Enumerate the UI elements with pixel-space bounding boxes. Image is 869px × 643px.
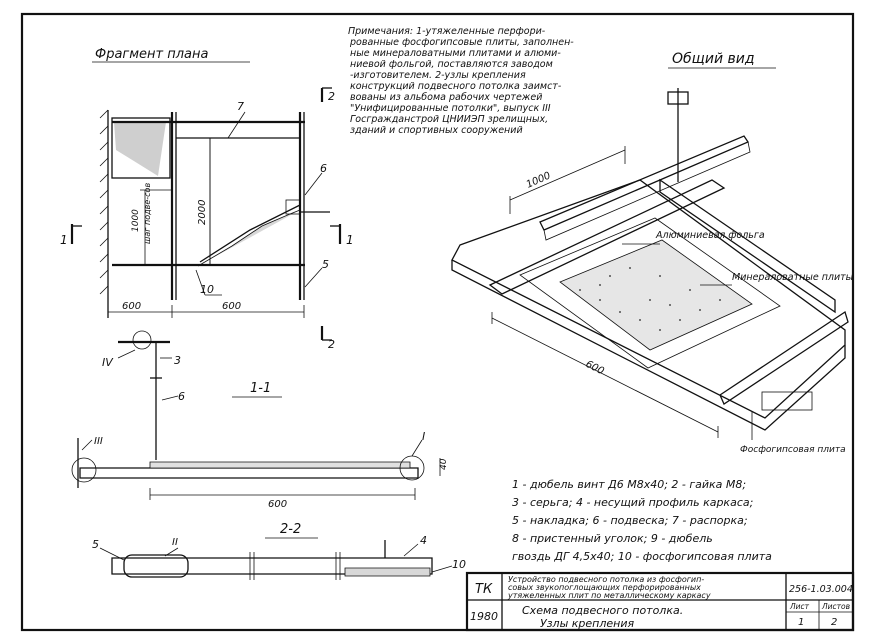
- title-code-tk: ТК: [475, 582, 493, 597]
- plan-dim-left: 600: [122, 301, 141, 312]
- label-foil: Алюминиевая фольга: [655, 230, 765, 241]
- callout-iv: IV: [102, 356, 114, 369]
- cut-2-bottom-label: 2: [328, 338, 335, 351]
- legend-line: гвоздь ДГ 4,5х40; 10 - фосфогипсовая пли…: [512, 550, 772, 563]
- title-block: [465, 571, 855, 632]
- section-2-drawing: [99, 540, 453, 580]
- title-sheets-label: Листов: [821, 602, 850, 611]
- section-2-mark-4: 4: [420, 534, 427, 547]
- note-line: зданий и спортивных сооружений: [350, 125, 523, 136]
- label-mineral: Минераловатные плиты: [732, 272, 854, 283]
- title-sheet-num: 1: [798, 617, 804, 628]
- title-year: 1980: [470, 610, 498, 623]
- cut-marker-2-top: [320, 87, 332, 102]
- note-line: "Унифицированные потолки", выпуск III: [350, 103, 551, 114]
- note-line: ниевой фольгой, поставляются заводом: [350, 59, 553, 70]
- title-sheet-title-line: Узлы крепления: [540, 617, 634, 630]
- legend-line: 5 - накладка; 6 - подвеска; 7 - распорка…: [512, 514, 748, 527]
- note-line: Примечания: 1-утяжеленные перфори-: [348, 26, 546, 37]
- plan-dim-right: 600: [222, 301, 241, 312]
- legend-line: 1 - дюбель винт Д6 М8х40; 2 - гайка М8;: [512, 478, 746, 491]
- plan-dim-vertical-note: шаг подве-сов: [143, 183, 152, 244]
- title-sheet-title-line: Схема подвесного потолка.: [522, 604, 683, 617]
- notes-block: Примечания: 1-утяжеленные перфори- рован…: [348, 26, 574, 136]
- section-2-title: 2-2: [280, 522, 301, 537]
- callout-6: 6: [178, 390, 185, 403]
- plan-title: Фрагмент плана: [95, 47, 209, 62]
- callout-i: I: [422, 430, 425, 443]
- label-plate: Фосфогипсовая плита: [740, 445, 846, 455]
- section-2-callout-ii: II: [172, 537, 178, 548]
- legend-block: 1 - дюбель винт Д6 М8х40; 2 - гайка М8; …: [512, 478, 772, 563]
- cut-marker-1-left: [70, 224, 82, 244]
- plan-mark-5: 5: [322, 258, 329, 271]
- plan-dim-vertical: 2000: [197, 200, 208, 225]
- legend-line: 3 - серьга; 4 - несущий профиль каркаса;: [512, 496, 753, 509]
- title-description-line: совых звукопоглощающих перфорированных: [508, 583, 701, 592]
- cut-1-left-label: 1: [60, 233, 68, 247]
- section-1-dim-40: 40: [439, 458, 449, 470]
- section-2-mark-5: 5: [92, 538, 99, 551]
- title-doc-number: 256-1.03.004: [789, 584, 853, 595]
- cut-1-right-label: 1: [346, 233, 354, 247]
- callout-3: 3: [174, 354, 181, 367]
- note-line: -изготовителем. 2-узлы крепления: [350, 70, 526, 81]
- note-line: Госгражданстрой ЦНИИЭП зрелищных,: [350, 114, 548, 125]
- plan-mark-10: 10: [200, 283, 214, 296]
- title-description-line: Устройство подвесного потолка из фосфоги…: [508, 575, 704, 584]
- note-line: рованные фосфогипсовые плиты, заполнен-: [349, 37, 574, 48]
- note-line: ные минераловатными плитами и алюми-: [350, 48, 561, 59]
- plan-mark-6: 6: [320, 162, 327, 175]
- general-view-drawing: [451, 88, 849, 440]
- cut-2-top-label: 2: [328, 90, 335, 103]
- plan-drawing: [99, 109, 330, 318]
- legend-line: 8 - пристенный уголок; 9 - дюбель: [512, 532, 713, 545]
- title-description-line: утяжеленных плит по металлическому карка…: [507, 591, 711, 600]
- cut-marker-1-right: [330, 224, 342, 244]
- plan-dim-vertical-2: 1000: [131, 209, 141, 232]
- general-dim-600: 600: [584, 359, 606, 377]
- section-1-dim-600: 600: [268, 499, 287, 510]
- callout-iii: III: [94, 436, 103, 447]
- cut-marker-2-bottom: [320, 326, 332, 341]
- sheet-frame: [20, 12, 855, 632]
- section-1-title: 1-1: [250, 381, 271, 396]
- title-sheets-total: 2: [831, 617, 837, 628]
- general-view-title: Общий вид: [672, 51, 755, 67]
- section-2-mark-10: 10: [452, 558, 466, 571]
- note-line: конструкций подвесного потолка заимст-: [350, 81, 562, 92]
- note-line: вованы из альбома рабочих чертежей: [350, 92, 542, 103]
- title-sheet-label: Лист: [789, 602, 810, 611]
- plan-mark-7: 7: [237, 100, 244, 113]
- section-1-drawing: [71, 330, 441, 500]
